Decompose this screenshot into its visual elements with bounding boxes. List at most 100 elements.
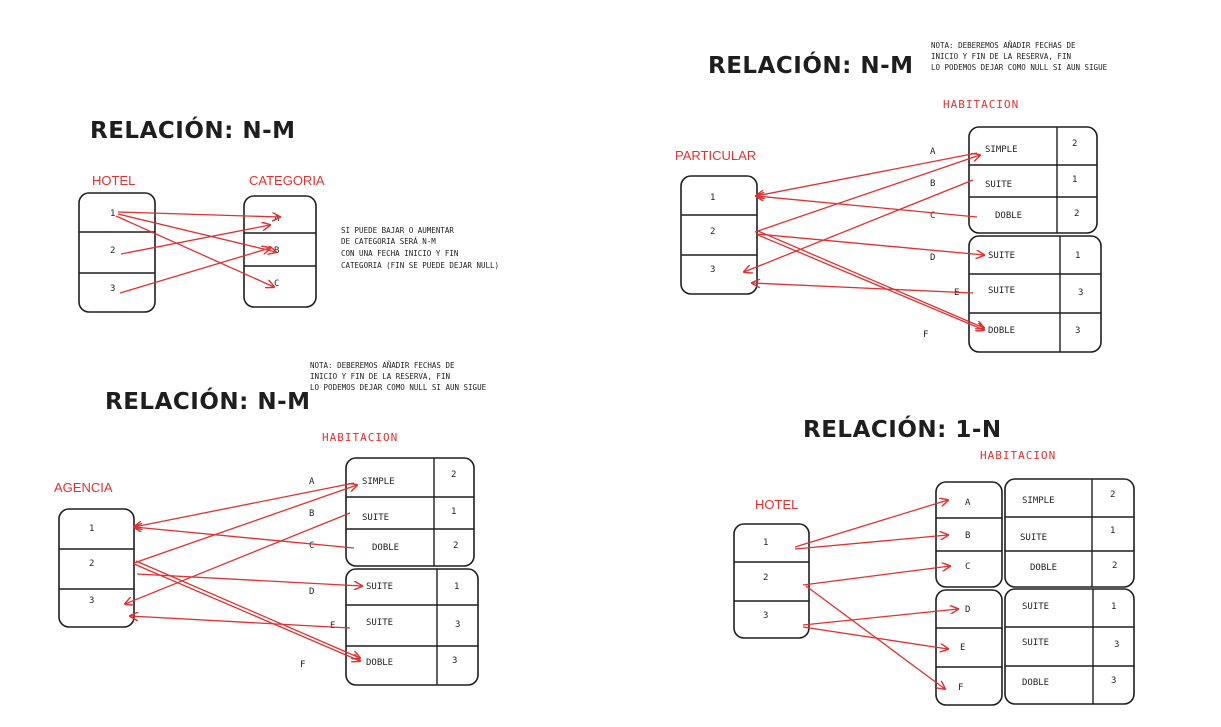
habitacion-letter-table-top: A B C	[935, 481, 1003, 588]
room-type: DOBLE	[372, 543, 399, 553]
room-letter-f: F	[300, 660, 305, 670]
room-letter-c: C	[930, 211, 935, 221]
arrow	[130, 616, 351, 629]
room-type: SUITE	[366, 618, 393, 628]
room-count: 1	[1075, 251, 1080, 261]
table-outline	[345, 457, 475, 567]
table-outline	[58, 508, 135, 628]
room-count: 2	[451, 470, 456, 480]
room-letter-b: B	[965, 531, 970, 541]
arrow	[756, 152, 978, 196]
diagram-hotel-habitacion: RELACIÓN: 1-N HABITACION HOTEL 1 2 3 A B…	[733, 415, 1135, 706]
arrow	[802, 609, 958, 626]
hotel-row-2: 2	[763, 573, 768, 583]
entity-label-categoria: CATEGORIA	[249, 173, 325, 188]
room-type: SIMPLE	[1022, 496, 1055, 506]
relationship-arrows	[115, 211, 280, 294]
arrow	[754, 155, 980, 233]
room-count: 2	[1072, 139, 1077, 149]
habitacion-table-top: SIMPLE 2 SUITE 1 DOBLE 2	[1004, 478, 1135, 588]
room-letter-c: C	[965, 562, 970, 572]
room-count: 2	[1074, 209, 1079, 219]
arrow	[119, 248, 270, 294]
habitacion-letter-table-bottom: D E F	[935, 589, 1003, 706]
room-type: DOBLE	[366, 658, 393, 668]
room-count: 2	[1110, 490, 1115, 500]
arrow	[120, 225, 270, 255]
hotel-row-1: 1	[110, 209, 115, 219]
hotel-row-1: 1	[763, 538, 768, 548]
room-letters: A B C D E F	[300, 477, 335, 670]
arrow	[744, 179, 974, 272]
room-count: 3	[1111, 676, 1116, 686]
room-type: SUITE	[988, 286, 1015, 296]
diagram-title: RELACIÓN: N-M	[105, 387, 311, 415]
room-count: 2	[1112, 561, 1117, 571]
agencia-table: 1 2 3	[58, 508, 135, 628]
entity-label-hotel: HOTEL	[755, 497, 798, 512]
room-letter-f: F	[958, 683, 963, 693]
hotel-row-3: 3	[763, 611, 768, 621]
room-letter-e: E	[954, 288, 959, 298]
room-count: 3	[1078, 288, 1083, 298]
room-letter-a: A	[930, 147, 936, 157]
room-letters: A B C D E F	[923, 147, 959, 340]
hotel-table: 1 2 3	[78, 192, 156, 313]
arrow	[135, 560, 360, 658]
habitacion-table-top: SIMPLE 2 SUITE 1 DOBLE 2	[345, 457, 475, 567]
entity-label-habitacion: HABITACION	[322, 431, 398, 444]
relationship-arrows	[744, 152, 984, 330]
room-count: 2	[453, 541, 458, 551]
room-count: 3	[1075, 326, 1080, 336]
room-letter-e: E	[330, 621, 335, 631]
note-line: SI PUEDE BAJAR O AUMENTAR	[341, 226, 454, 235]
table-outline	[1004, 478, 1135, 588]
categoria-row-a: A	[274, 214, 280, 224]
room-type: SIMPLE	[985, 145, 1018, 155]
arrow	[115, 215, 274, 287]
particular-table: 1 2 3	[680, 175, 758, 295]
arrow	[756, 233, 984, 255]
arrow	[133, 485, 357, 564]
room-letter-c: C	[309, 541, 314, 551]
habitacion-table-top: SIMPLE 2 SUITE 1 DOBLE 2	[968, 126, 1098, 234]
entity-label-habitacion: HABITACION	[980, 449, 1056, 462]
room-letter-f: F	[923, 330, 928, 340]
annotation-note: SI PUEDE BAJAR O AUMENTAR DE CATEGORIA S…	[341, 226, 499, 270]
table-outline	[1004, 588, 1135, 705]
note-line: INICIO Y FIN DE LA RESERVA, FIN	[931, 52, 1071, 61]
arrow	[117, 213, 276, 252]
room-count: 1	[451, 507, 456, 517]
arrow	[794, 535, 948, 550]
room-letter-d: D	[930, 253, 935, 263]
arrow	[756, 196, 978, 218]
room-letter-d: D	[965, 605, 970, 615]
note-line: LO PODEMOS DEJAR COMO NULL SI AUN SIGUE	[310, 383, 487, 392]
habitacion-table-bottom: SUITE 1 SUITE 3 DOBLE 3	[345, 568, 479, 686]
note-line: NOTA: DEBEREMOS AÑADIR FECHAS DE	[931, 41, 1076, 50]
arrow	[757, 230, 984, 328]
arrow	[136, 573, 362, 586]
arrow	[117, 211, 280, 217]
arrow	[757, 234, 984, 330]
room-letter-a: A	[309, 477, 315, 487]
agencia-row-2: 2	[89, 559, 94, 569]
entity-label-agencia: AGENCIA	[54, 480, 113, 495]
arrow	[133, 563, 360, 661]
room-letter-d: D	[309, 587, 314, 597]
diagram-title: RELACIÓN: N-M	[90, 116, 296, 144]
arrow	[802, 566, 950, 586]
diagram-title: RELACIÓN: 1-N	[803, 415, 1002, 443]
room-count: 3	[455, 620, 460, 630]
categoria-table: A B C	[243, 195, 317, 308]
arrow	[134, 482, 355, 527]
table-outline	[968, 235, 1102, 353]
entity-label-habitacion: HABITACION	[943, 98, 1019, 111]
room-count: 1	[454, 582, 459, 592]
table-outline	[935, 481, 1003, 588]
habitacion-table-bottom: SUITE 1 SUITE 3 DOBLE 3	[1004, 588, 1135, 705]
categoria-row-b: B	[274, 246, 279, 256]
arrow	[794, 500, 948, 548]
arrow	[802, 626, 948, 649]
